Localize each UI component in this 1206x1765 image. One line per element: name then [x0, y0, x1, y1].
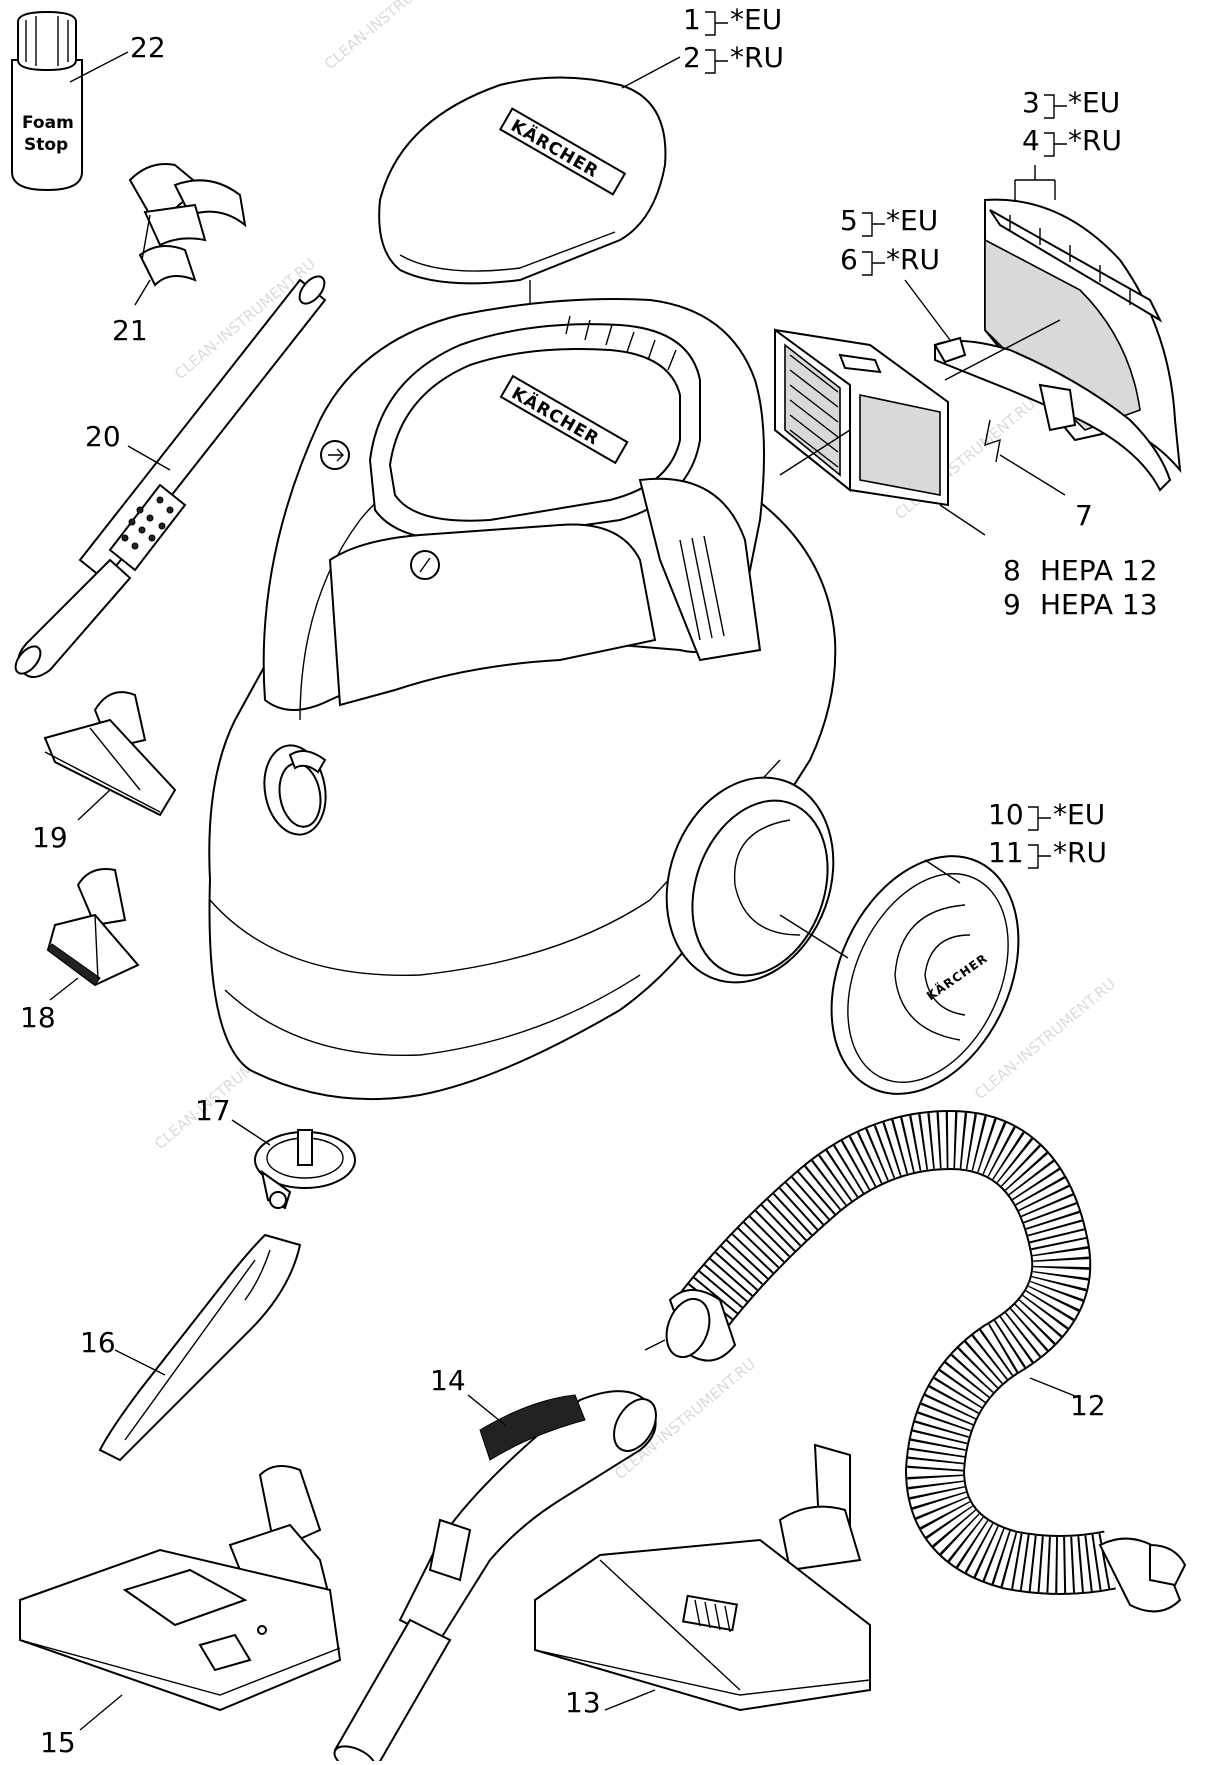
floor-nozzle [19, 1465, 342, 1712]
leader-7 [999, 454, 1066, 496]
hepa-filter [774, 328, 949, 507]
callout-2-number: 2 [683, 41, 701, 74]
callout-8-number: 8 [1003, 554, 1021, 587]
leader-20 [127, 445, 171, 471]
spring-clip [984, 419, 1001, 463]
callout-6-variant: *RU [886, 243, 940, 276]
hose-clip [128, 163, 247, 287]
leader-14 [467, 1394, 506, 1426]
dusting-brush [46, 868, 140, 987]
parquet-nozzle [534, 1443, 871, 1712]
leader-22 [69, 51, 129, 83]
leader-12 [1029, 1377, 1081, 1399]
callout-9-number: 9 [1003, 588, 1021, 621]
callout-5-number: 5 [840, 204, 858, 237]
leader-15 [79, 1694, 123, 1731]
upholstery-nozzle [43, 691, 177, 817]
callout-10-variant: *EU [1053, 798, 1105, 831]
leader-3-4-filter [944, 319, 1061, 381]
callout-18-number: 18 [20, 1001, 56, 1034]
crevice-nozzle [98, 1233, 302, 1462]
callout-1-number: 1 [683, 3, 701, 36]
leader-8-9-b [939, 504, 986, 536]
leader-5-6 [904, 279, 951, 341]
extension-tube [14, 275, 327, 678]
top-lid: KÄRCHER [378, 76, 667, 285]
swivel-caster [254, 1129, 356, 1210]
leader-hose-handle [644, 1339, 666, 1351]
leader-17 [231, 1119, 271, 1146]
suction-hose [665, 1109, 1187, 1613]
callout-7-number: 7 [1075, 499, 1093, 532]
callouts: 1 *EU 2 *RU 3 *EU 4 *RU 5 *EU 6 *RU 7 8 … [20, 3, 1158, 1759]
bottle-label-line2: Stop [24, 135, 68, 155]
callout-9-text: HEPA 13 [1040, 588, 1158, 621]
leader-21 [134, 279, 151, 306]
latch-clip [933, 336, 967, 364]
foam-stop-bottle: Foam Stop [11, 10, 83, 192]
leader-19 [77, 789, 111, 821]
callout-4-variant: *RU [1068, 124, 1122, 157]
wheel-cover: KÄRCHER [830, 855, 1020, 1095]
leader-18 [49, 977, 79, 1001]
callout-19-number: 19 [32, 821, 68, 854]
bottle-label-line1: Foam [22, 113, 74, 133]
leader-wheel-axis [779, 914, 849, 959]
callout-21-number: 21 [112, 314, 148, 347]
leader-1-2 [621, 56, 681, 89]
filter-cassette [934, 198, 1182, 492]
callout-5-variant: *EU [886, 204, 938, 237]
leader-16 [114, 1349, 166, 1376]
leader-8-9-a [779, 429, 851, 476]
leader-10-11 [924, 859, 961, 884]
vacuum-body: KÄRCHER [208, 298, 837, 1101]
callout-4-number: 4 [1022, 124, 1040, 157]
callout-1-variant: *EU [730, 3, 782, 36]
callout-17-number: 17 [195, 1094, 231, 1127]
callout-3-number: 3 [1022, 86, 1040, 119]
watermark-text: CLEAN-INSTRUMENT.RU [321, 0, 469, 73]
callout-11-number: 11 [988, 836, 1024, 869]
callout-15-number: 15 [40, 1726, 76, 1759]
callout-20-number: 20 [85, 420, 121, 453]
callout-3-variant: *EU [1068, 86, 1120, 119]
leader-13 [604, 1689, 656, 1711]
tube-grip-texture [121, 496, 174, 550]
callout-11-variant: *RU [1053, 836, 1107, 869]
callout-13-number: 13 [565, 1686, 601, 1719]
callout-22-number: 22 [130, 31, 166, 64]
callout-10-number: 10 [988, 798, 1024, 831]
callout-16-number: 16 [80, 1326, 116, 1359]
callout-6-number: 6 [840, 243, 858, 276]
hose-handle [333, 1390, 657, 1765]
callout-8-text: HEPA 12 [1040, 554, 1158, 587]
callout-2-variant: *RU [730, 41, 784, 74]
callout-12-number: 12 [1070, 1389, 1106, 1422]
callout-14-number: 14 [430, 1364, 466, 1397]
